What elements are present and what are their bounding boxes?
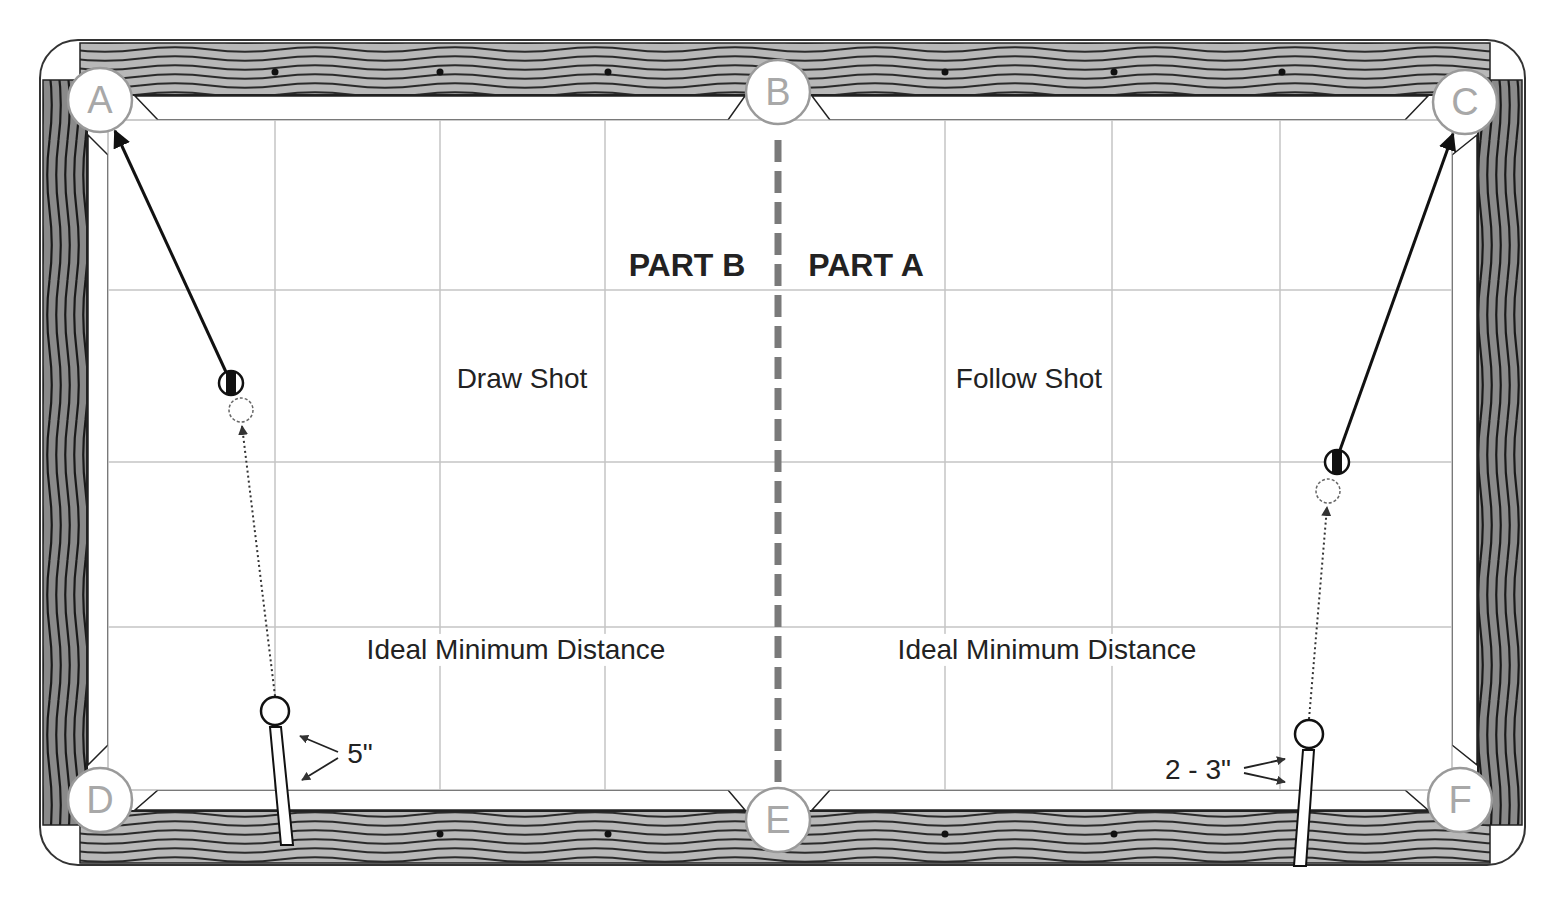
dimension-label: 5"	[344, 738, 376, 770]
pocket-text: C	[1451, 83, 1478, 121]
pocket-text: B	[765, 73, 790, 111]
pocket-circle: E	[744, 786, 812, 854]
shot-label: Draw Shot	[454, 363, 591, 395]
part-label: PART A	[805, 247, 927, 284]
pocket-circle: D	[66, 766, 134, 834]
pocket-text: D	[86, 781, 113, 819]
pocket-circle: A	[66, 66, 134, 134]
pocket-letter: B	[765, 73, 790, 111]
pocket-letter: D	[86, 781, 113, 819]
pocket-letter: A	[87, 81, 112, 119]
pocket-text: F	[1448, 781, 1471, 819]
pocket-circle: C	[1431, 68, 1499, 136]
distance-note: Ideal Minimum Distance	[364, 634, 669, 666]
pocket-text: E	[765, 801, 790, 839]
pocket-letter: C	[1451, 83, 1478, 121]
pocket-letter: F	[1448, 781, 1471, 819]
shot-label: Follow Shot	[953, 363, 1105, 395]
pocket-letter: E	[765, 801, 790, 839]
pocket-circle: B	[744, 58, 812, 126]
pocket-circle: F	[1426, 766, 1494, 834]
dimension-label: 2 - 3"	[1162, 754, 1234, 786]
pocket-text: A	[87, 81, 112, 119]
part-label: PART B	[626, 247, 749, 284]
distance-note: Ideal Minimum Distance	[895, 634, 1200, 666]
